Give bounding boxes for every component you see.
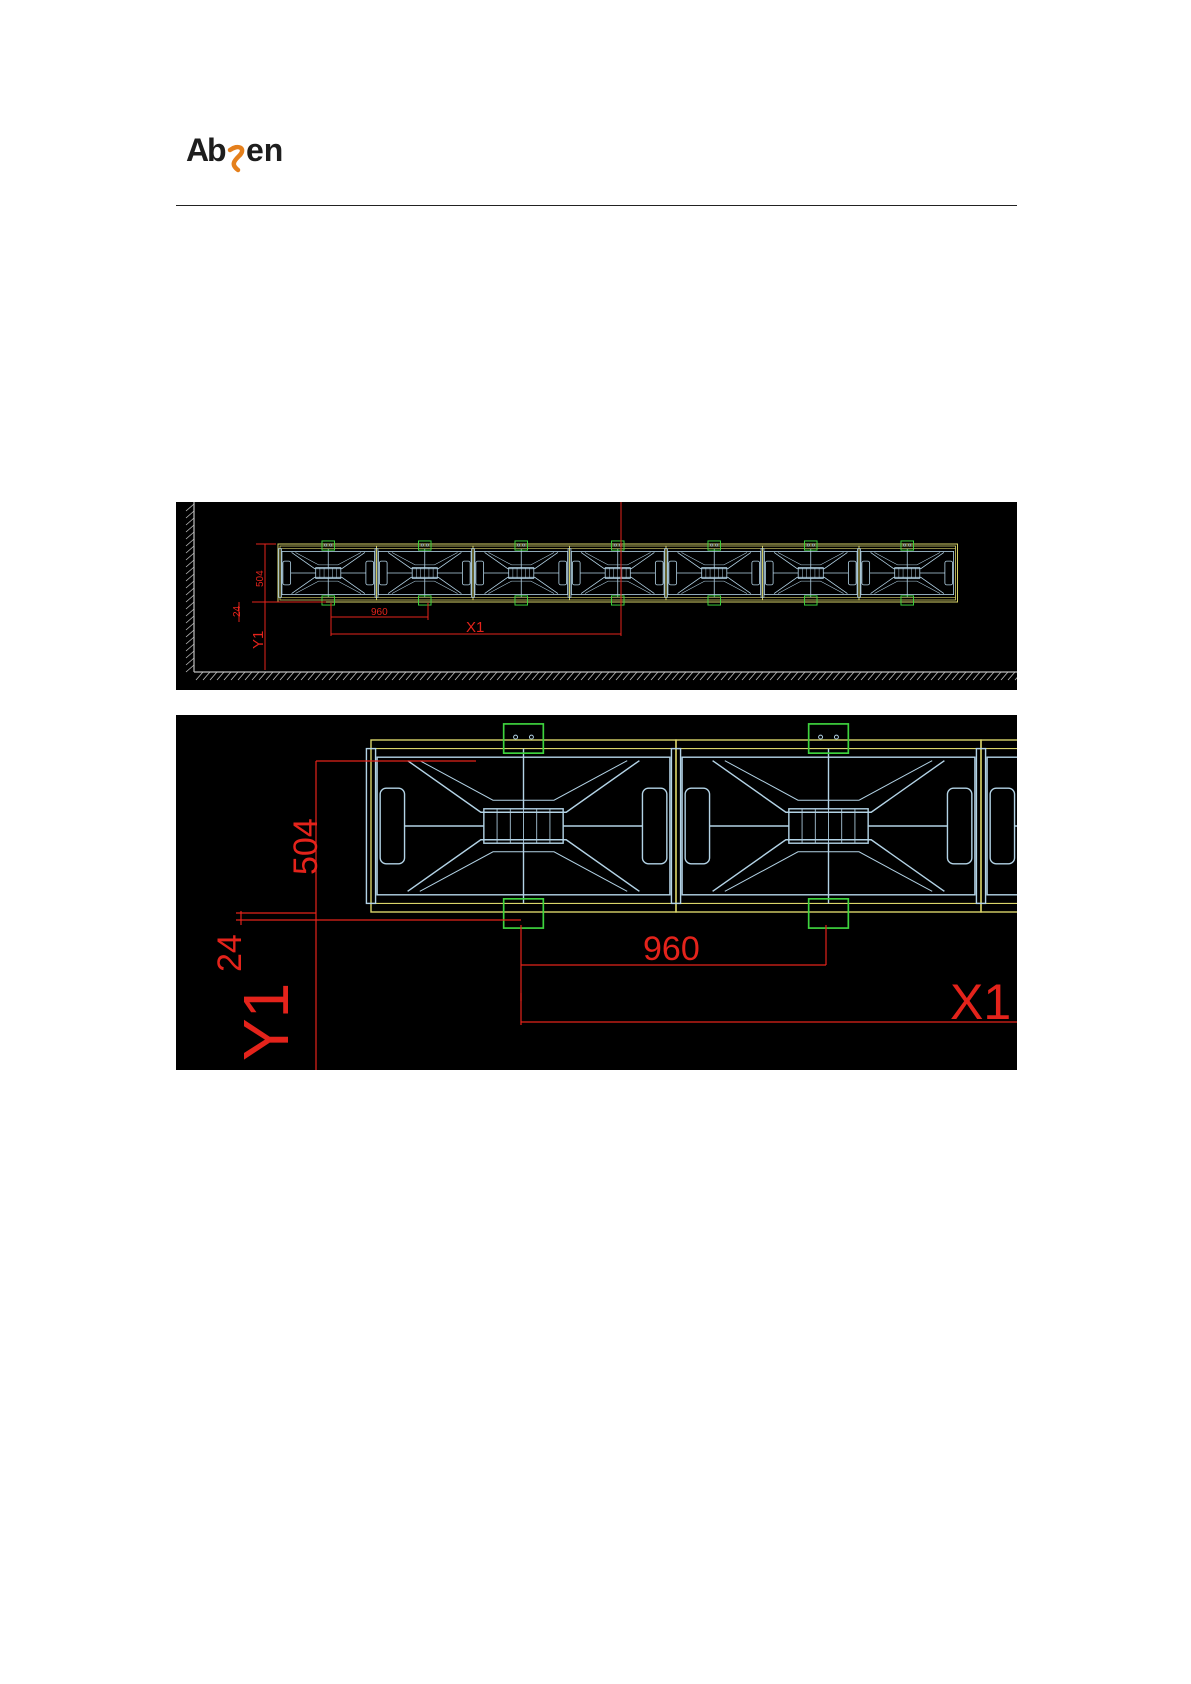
cabinet-unit [671, 724, 981, 928]
y1-dimension-label: Y1 [230, 983, 302, 1061]
height-dimension-label: 504 [287, 818, 325, 875]
cabinet-unit [976, 724, 1017, 928]
cabinet-unit [665, 541, 763, 605]
svg-text:A: A [186, 132, 209, 168]
cabinet-unit [279, 541, 377, 605]
pitch-dimension-label: 960 [643, 930, 700, 968]
pitch-dimension-label: 960 [371, 607, 388, 618]
cabinet-unit [472, 541, 570, 605]
svg-text:b: b [207, 132, 227, 168]
gap-dimension-label: 24 [211, 934, 249, 972]
gap-dimension-label: 24 [232, 605, 243, 617]
absen-logo: A b en [186, 128, 304, 176]
cabinet-row-overview-drawing: 504 24 Y1 960 X1 [176, 502, 1017, 690]
cabinet-unit [375, 541, 473, 605]
cabinet-unit [366, 724, 676, 928]
cabinet-unit [858, 541, 956, 605]
cabinet-unit [761, 541, 859, 605]
height-dimension-label: 504 [255, 570, 266, 587]
y1-dimension-label: Y1 [250, 631, 267, 649]
cabinet-detail-drawing: 504 24 Y1 960 X1 [176, 715, 1017, 1070]
x1-dimension-label: X1 [950, 974, 1011, 1030]
header-divider [176, 205, 1017, 206]
cabinet-unit [568, 541, 666, 605]
svg-text:en: en [246, 132, 283, 168]
x1-dimension-label: X1 [466, 619, 484, 636]
